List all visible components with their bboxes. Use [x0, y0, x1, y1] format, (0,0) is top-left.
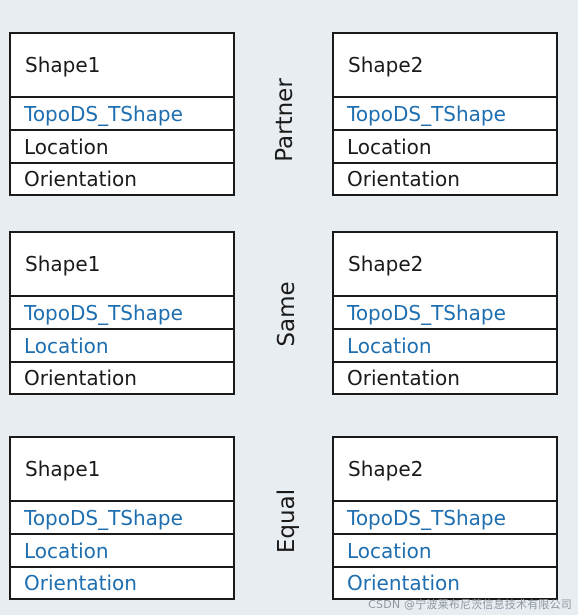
orientation-field: Orientation: [24, 167, 137, 191]
shape1-title: Shape1: [11, 34, 233, 98]
location-field: Location: [11, 131, 233, 164]
tshape-field: TopoDS_TShape: [11, 297, 233, 330]
location-field: Location: [334, 535, 556, 568]
shape1-box-same: Shape1 TopoDS_TShape Location Orientatio…: [9, 231, 235, 395]
shape1-box-equal: Shape1 TopoDS_TShape Location Orientatio…: [9, 436, 235, 600]
location-field: Location: [11, 330, 233, 363]
shape2-box-partner: Shape2 TopoDS_TShape Location Orientatio…: [332, 32, 558, 196]
shape2-box-equal: Shape2 TopoDS_TShape Location Orientatio…: [332, 436, 558, 600]
tshape-field: TopoDS_TShape: [334, 502, 556, 535]
location-field: Location: [11, 535, 233, 568]
orientation-field: Orientation: [24, 366, 137, 390]
orientation-field: Orientation: [347, 366, 460, 390]
shape2-box-same: Shape2 TopoDS_TShape Location Orientatio…: [332, 231, 558, 395]
relation-label-partner: Partner: [272, 78, 298, 162]
orientation-field: Orientation: [24, 571, 137, 595]
location-field: Location: [334, 330, 556, 363]
tshape-field: TopoDS_TShape: [334, 98, 556, 131]
shape2-title: Shape2: [334, 438, 556, 502]
shape1-box-partner: Shape1 TopoDS_TShape Location Orientatio…: [9, 32, 235, 196]
tshape-field: TopoDS_TShape: [11, 98, 233, 131]
shape2-title: Shape2: [334, 233, 556, 297]
shape2-title: Shape2: [334, 34, 556, 98]
orientation-field: Orientation: [347, 167, 460, 191]
tshape-field: TopoDS_TShape: [11, 502, 233, 535]
relation-label-equal: Equal: [274, 488, 300, 554]
location-field: Location: [334, 131, 556, 164]
shape1-title: Shape1: [11, 438, 233, 502]
orientation-field: Orientation: [347, 571, 460, 595]
watermark-text: CSDN @宁波莱布尼茨信息技术有限公司: [368, 598, 572, 611]
relation-label-same: Same: [274, 281, 300, 347]
tshape-field: TopoDS_TShape: [334, 297, 556, 330]
shape1-title: Shape1: [11, 233, 233, 297]
